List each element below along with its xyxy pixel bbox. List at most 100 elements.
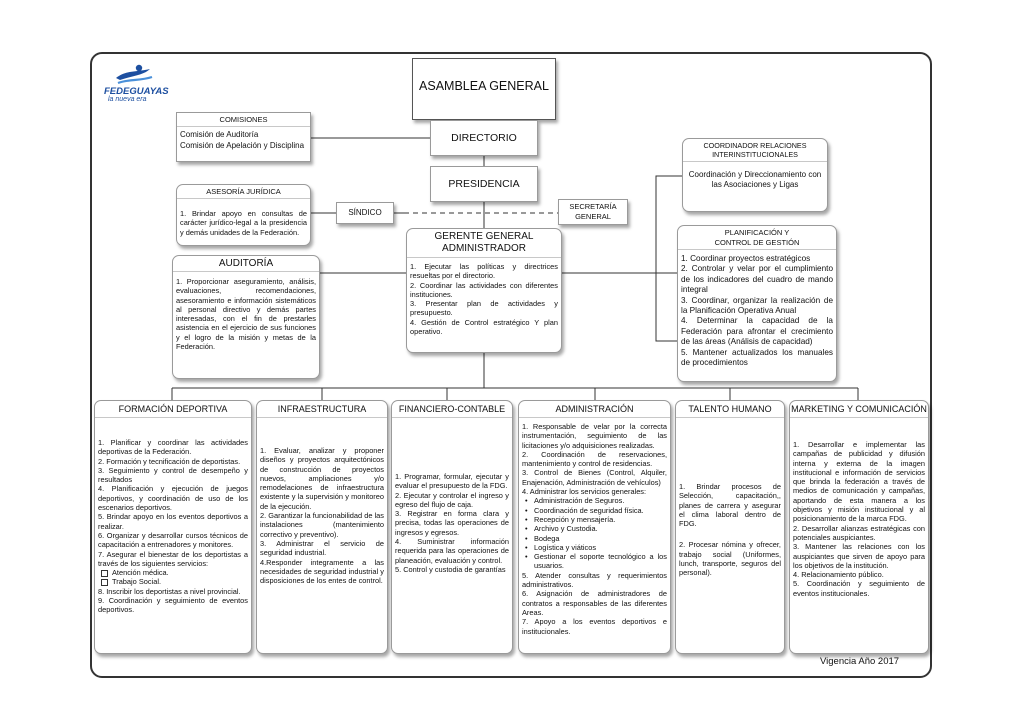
secretaria-general-box: SECRETARÍA GENERAL	[558, 199, 628, 225]
administracion-bullet-7: Gestionar el soporte tecnológico a los u…	[522, 552, 667, 571]
directorio-box: DIRECTORIO	[430, 120, 538, 156]
planificacion-control-list: 1. Coordinar proyectos estratégicos 2. C…	[678, 252, 836, 370]
administracion-item-7: 7. Apoyo a los eventos deportivos e inst…	[522, 617, 667, 636]
infraestructura-item-3: 3. Administrar el servicio de seguridad …	[260, 538, 384, 558]
administracion-item-3: 3. Control de Bienes (Control, Alquiler,…	[522, 468, 667, 487]
formacion-subitem-1: Atención médica.	[98, 568, 248, 578]
gerente-item-2: 2. Coordinar las actividades con diferen…	[410, 280, 558, 299]
gerente-general-list: 1. Ejecutar las políticas y directrices …	[407, 260, 561, 338]
infraestructura-item-4: 4.Responder integramente a las necesidad…	[260, 557, 384, 586]
formacion-item-4: 4. Planificación y ejecución de juegos d…	[98, 484, 248, 513]
marketing-item-1: 1. Desarrollar e implementar las campaña…	[793, 440, 925, 524]
planificacion-item-1: 1. Coordinar proyectos estratégicos	[681, 254, 811, 263]
marketing-item-2: 2. Desarrollar alianzas estratégicas con…	[793, 523, 925, 542]
financiero-item-2: 2. Ejecutar y controlar el ingreso y egr…	[395, 490, 509, 509]
marketing-comunicacion-box: MARKETING Y COMUNICACIÓN 1. Desarrollar …	[789, 400, 929, 654]
planificacion-control-title: PLANIFICACIÓN Y CONTROL DE GESTIÓN	[678, 226, 836, 250]
sindico-box: SÍNDICO	[336, 202, 394, 224]
presidencia-title: PRESIDENCIA	[448, 178, 520, 190]
marketing-item-4: 4. Relacionamiento público.	[793, 570, 884, 580]
marketing-comunicacion-list: 1. Desarrollar e implementar las campaña…	[790, 438, 928, 600]
gerente-item-3: 3. Presentar plan de actividades y presu…	[410, 299, 558, 318]
infraestructura-item-1: 1. Evaluar, analizar y proponer diseños …	[260, 446, 384, 511]
formacion-deportiva-box: FORMACIÓN DEPORTIVA 1. Planificar y coor…	[94, 400, 252, 654]
comisiones-list: Comisión de Auditoría Comisión de Apelac…	[177, 127, 310, 153]
financiero-contable-box: FINANCIERO-CONTABLE 1. Programar, formul…	[391, 400, 513, 654]
financiero-item-3: 3. Registrar en forma clara y precisa, t…	[395, 509, 509, 537]
presidencia-box: PRESIDENCIA	[430, 166, 538, 202]
sindico-title: SÍNDICO	[348, 208, 382, 217]
comisiones-title: COMISIONES	[177, 113, 310, 127]
formacion-subitem-2: Trabajo Social.	[98, 577, 248, 587]
asesoria-juridica-title: ASESORÍA JURÍDICA	[177, 185, 310, 199]
auditoria-text: 1. Proporcionar aseguramiento, análisis,…	[176, 277, 316, 352]
swimmer-logo-icon	[116, 64, 153, 85]
auditoria-title: AUDITORÍA	[173, 256, 319, 272]
administracion-item-1: 1. Responsable de velar por la correcta …	[522, 422, 667, 450]
logo-tagline: la nueva era	[108, 96, 147, 103]
asesoria-juridica-text: 1. Brindar apoyo en consultas de carácte…	[180, 209, 307, 237]
administracion-box: ADMINISTRACIÓN 1. Responsable de velar p…	[518, 400, 671, 654]
infraestructura-box: INFRAESTRUCTURA 1. Evaluar, analizar y p…	[256, 400, 388, 654]
formacion-item-1: 1. Planificar y coordinar las actividade…	[98, 438, 248, 457]
marketing-item-5: 5. Coordinación y seguimiento de eventos…	[793, 579, 925, 598]
coordinador-relaciones-title: COORDINADOR RELACIONES INTERINSTITUCIONA…	[683, 139, 827, 162]
infraestructura-list: 1. Evaluar, analizar y proponer diseños …	[257, 444, 387, 587]
planificacion-item-2: 2. Controlar y velar por el cumplimiento…	[681, 264, 833, 295]
talento-humano-box: TALENTO HUMANO 1. Brindar procesos de Se…	[675, 400, 785, 654]
asamblea-general-title: ASAMBLEA GENERAL	[419, 79, 549, 93]
planificacion-item-5: 5. Mantener actualizados los manuales de…	[681, 347, 833, 368]
financiero-item-1: 1. Programar, formular, ejecutar y evalu…	[395, 472, 509, 491]
planificacion-control-box: PLANIFICACIÓN Y CONTROL DE GESTIÓN 1. Co…	[677, 225, 837, 382]
gerente-item-1: 1. Ejecutar las políticas y directrices …	[410, 262, 558, 281]
coordinador-connector	[655, 175, 682, 342]
administracion-bullet-3: Recepción y mensajería.	[522, 515, 667, 525]
administracion-title: ADMINISTRACIÓN	[519, 401, 670, 418]
talento-item-2: 2. Procesar nómina y ofrecer, trabajo so…	[679, 540, 781, 578]
formacion-item-6: 6. Organizar y desarrollar cursos técnic…	[98, 530, 248, 550]
financiero-contable-list: 1. Programar, formular, ejecutar y evalu…	[392, 470, 512, 576]
comision-apelacion: Comisión de Apelación y Disciplina	[180, 141, 305, 150]
gerente-general-box: GERENTE GENERAL ADMINISTRADOR 1. Ejecuta…	[406, 228, 562, 353]
logo-name: FEDEGUAYAS	[104, 86, 169, 97]
gerente-item-4: 4. Gestión de Control estratégico Y plan…	[410, 317, 558, 337]
administracion-item-5: 5. Atender consultas y requerimientos ad…	[522, 570, 667, 590]
administracion-bullet-4: Archivo y Custodia.	[522, 524, 667, 534]
gerente-general-title: GERENTE GENERAL ADMINISTRADOR	[407, 229, 561, 258]
administracion-bullet-1: Administración de Seguros.	[522, 496, 667, 506]
financiero-item-5: 5. Control y custodia de garantías	[395, 564, 506, 574]
formacion-deportiva-title: FORMACIÓN DEPORTIVA	[95, 401, 251, 418]
administracion-bullet-5: Bodega	[522, 534, 667, 544]
formacion-item-5: 5. Brindar apoyo en los eventos deportiv…	[98, 512, 248, 531]
financiero-contable-title: FINANCIERO-CONTABLE	[392, 401, 512, 418]
administracion-item-4: 4. Administrar los servicios generales:	[522, 487, 647, 497]
marketing-comunicacion-title: MARKETING Y COMUNICACIÓN	[790, 401, 928, 418]
formacion-item-9: 9. Coordinación y seguimiento de eventos…	[98, 596, 248, 615]
talento-humano-title: TALENTO HUMANO	[676, 401, 784, 418]
asesoria-juridica-box: ASESORÍA JURÍDICA 1. Brindar apoyo en co…	[176, 184, 311, 246]
administracion-bullet-2: Coordinación de seguridad física.	[522, 506, 667, 516]
formacion-item-7: 7. Asegurar el bienestar de los deportis…	[98, 549, 248, 568]
administracion-item-2: 2. Coordinación de reservaciones, manten…	[522, 449, 667, 469]
administracion-list: 1. Responsable de velar por la correcta …	[519, 420, 670, 638]
planificacion-item-4: 4. Determinar la capacidad de la Federac…	[681, 316, 833, 347]
comisiones-box: COMISIONES Comisión de Auditoría Comisió…	[176, 112, 311, 162]
financiero-item-4: 4. Suministrar información requerida par…	[395, 537, 509, 565]
comision-auditoria: Comisión de Auditoría	[180, 130, 259, 139]
marketing-item-3: 3. Mantener las relaciones con los auspi…	[793, 542, 925, 570]
planificacion-item-3: 3. Coordinar, organizar la realización d…	[681, 295, 833, 316]
formacion-item-3: 3. Seguimiento y control de desempeño y …	[98, 465, 248, 485]
talento-humano-list: 1. Brindar procesos de Selección, capaci…	[676, 480, 784, 580]
auditoria-box: AUDITORÍA 1. Proporcionar aseguramiento,…	[172, 255, 320, 379]
vigencia-label: Vigencia Año 2017	[820, 656, 900, 667]
coordinador-relaciones-text: Coordinación y Direccionamiento con las …	[688, 170, 822, 189]
fedeguayas-logo: FEDEGUAYAS la nueva era	[104, 64, 169, 104]
talento-item-1: 1. Brindar procesos de Selección, capaci…	[679, 482, 781, 529]
secretaria-general-title: SECRETARÍA GENERAL	[569, 202, 617, 221]
formacion-item-2: 2. Formación y tecnificación de deportis…	[98, 456, 241, 466]
infraestructura-title: INFRAESTRUCTURA	[257, 401, 387, 418]
infraestructura-item-2: 2. Garantizar la funcionabilidad de las …	[260, 511, 384, 539]
coordinador-relaciones-box: COORDINADOR RELACIONES INTERINSTITUCIONA…	[682, 138, 828, 212]
formacion-item-8: 8. Inscribir los deportistas a nivel pro…	[98, 586, 241, 596]
administracion-bullet-6: Logística y viáticos	[522, 543, 667, 553]
